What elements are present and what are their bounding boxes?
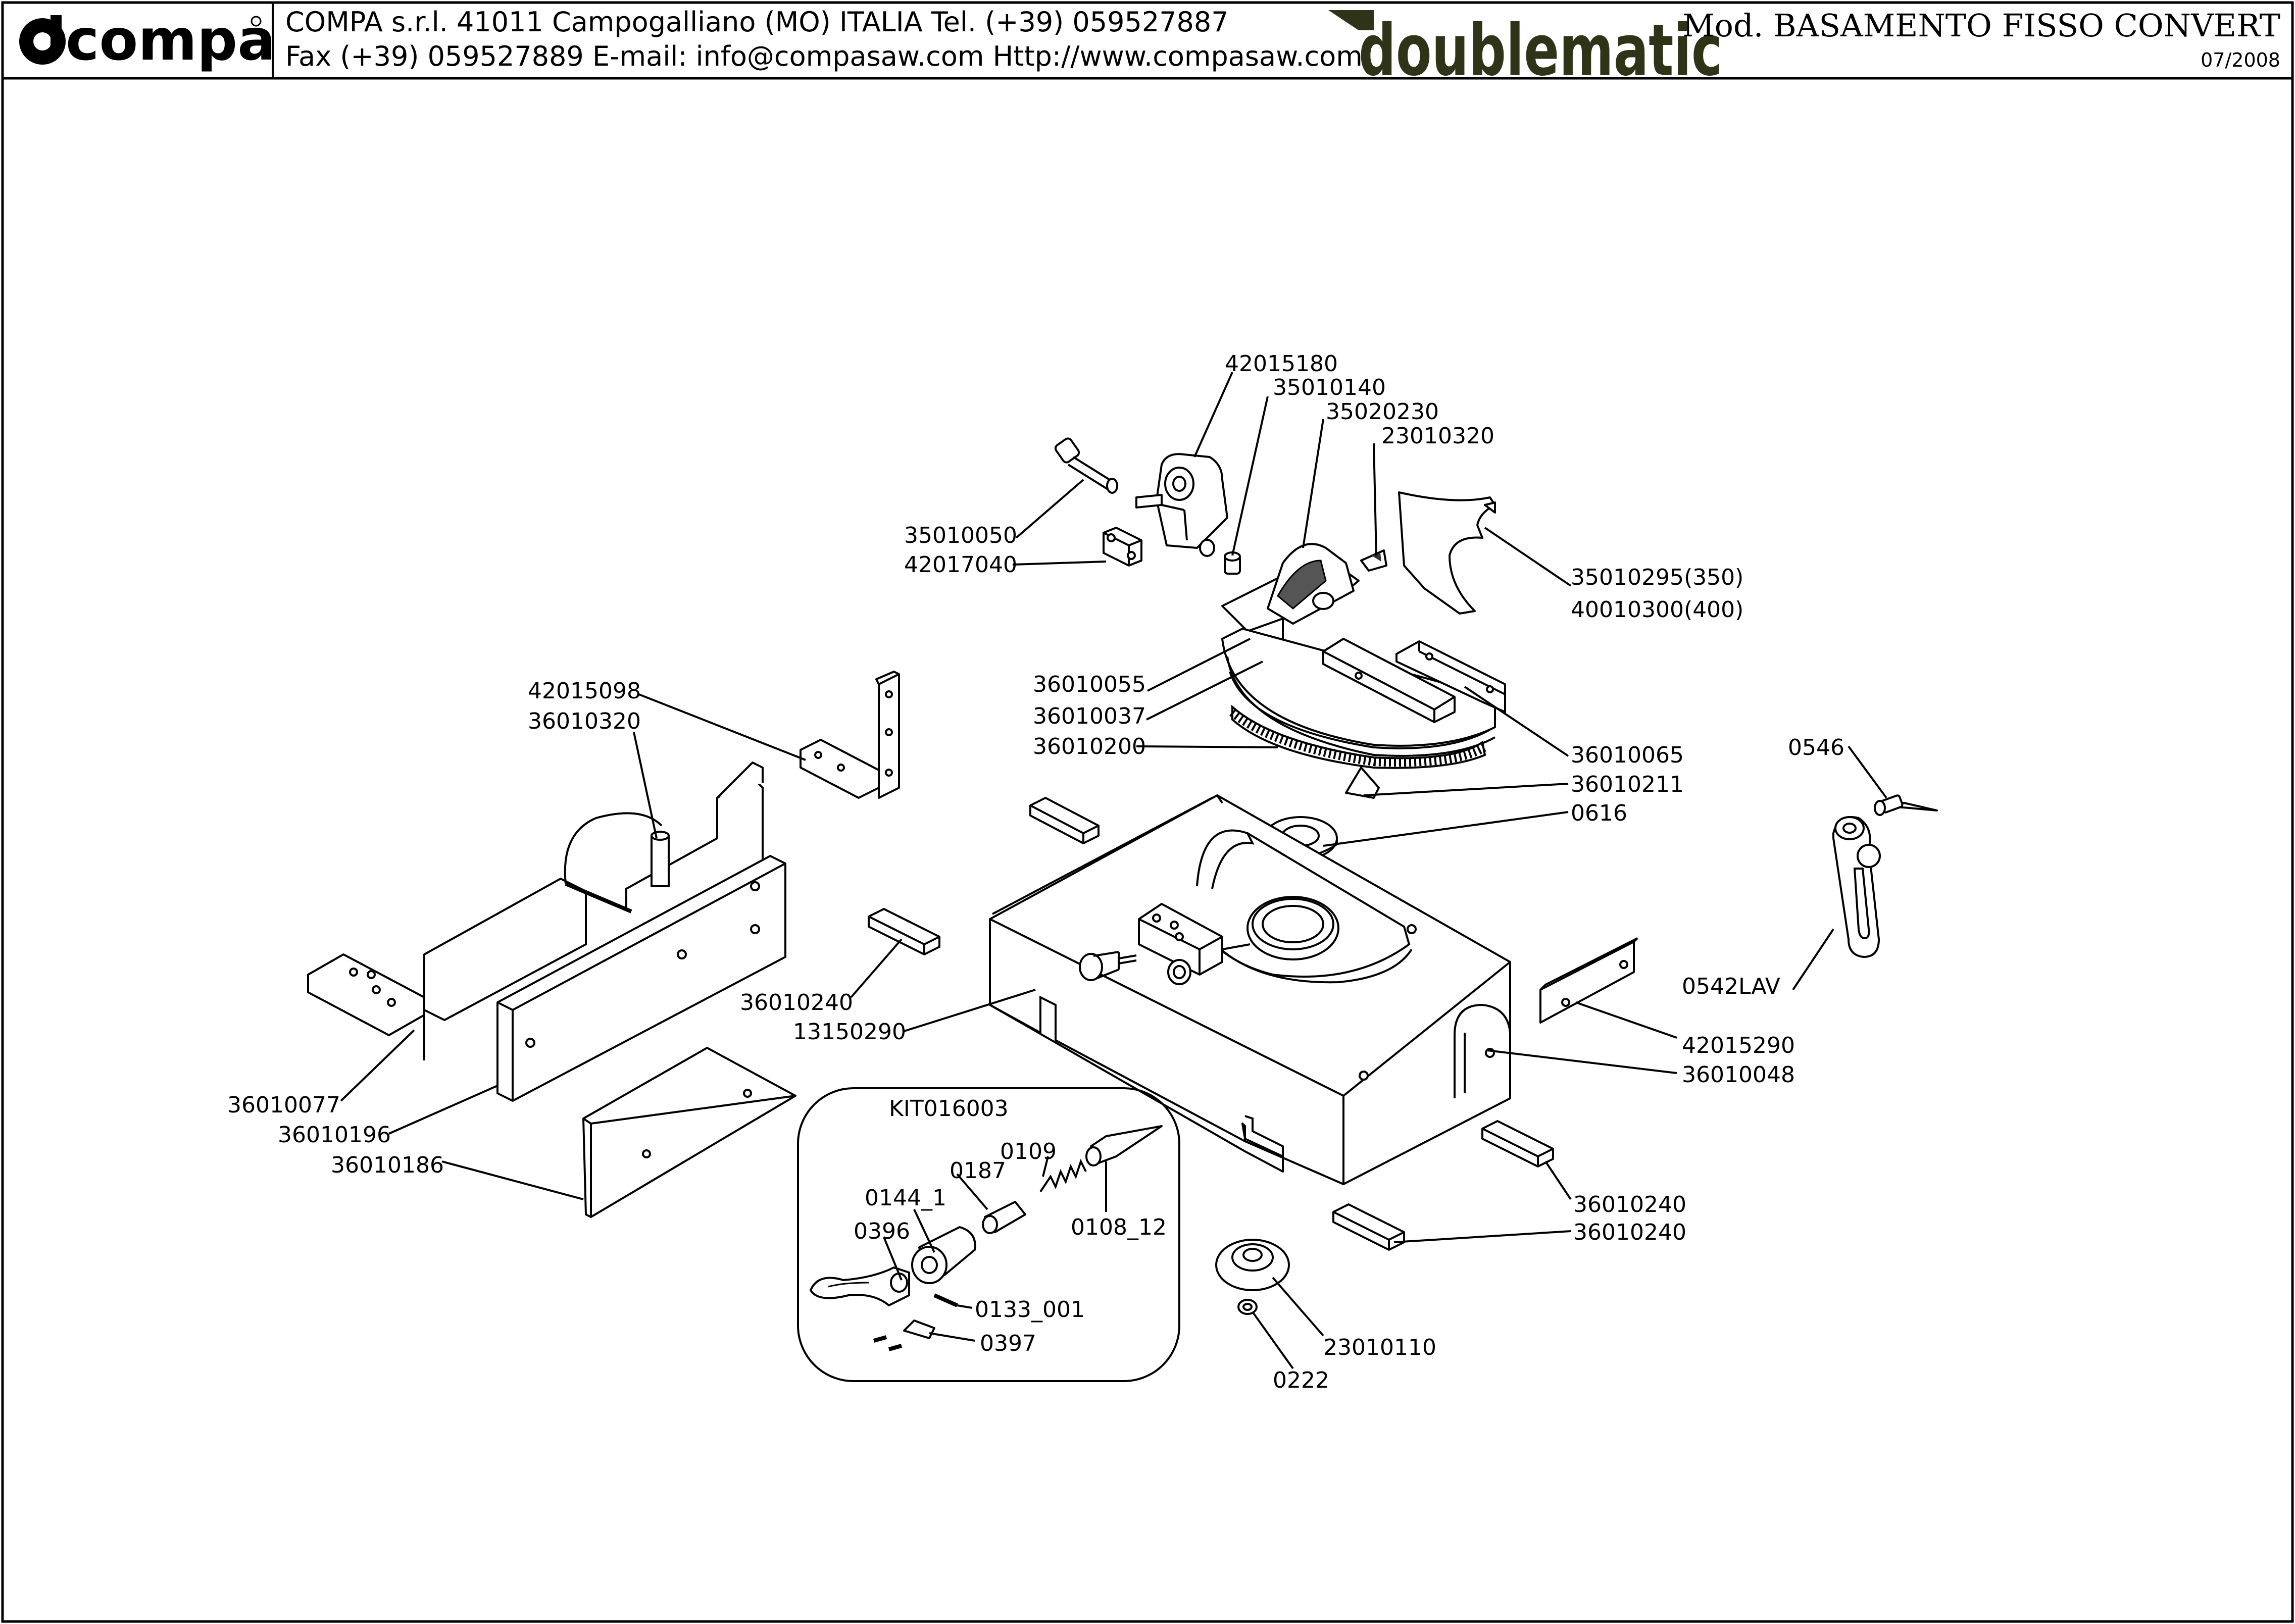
part-36010065-bracket xyxy=(1395,640,1506,713)
leader-lines xyxy=(340,372,1887,1369)
label-0133_001: 0133_001 xyxy=(975,1297,1085,1323)
part-35010050-bolt xyxy=(1054,437,1118,494)
label-36010055: 36010055 xyxy=(1033,672,1146,697)
compa-logo: compa xyxy=(19,8,276,73)
label-36010065: 36010065 xyxy=(1571,742,1684,768)
part-0222-washer xyxy=(1237,1299,1258,1315)
label-36010077: 36010077 xyxy=(227,1092,340,1118)
label-42015180: 42015180 xyxy=(1225,351,1338,377)
label-23010320: 23010320 xyxy=(1381,423,1494,449)
label-36010186: 36010186 xyxy=(331,1152,444,1178)
part-0108_12-taper xyxy=(1090,1125,1163,1165)
part-42015290-plate xyxy=(1539,937,1638,1024)
part-36010077-left-base xyxy=(307,762,764,1060)
label-42015290: 42015290 xyxy=(1682,1033,1795,1058)
label-36010196: 36010196 xyxy=(278,1122,391,1148)
company-address: COMPA s.r.l. 41011 Campogalliano (MO) IT… xyxy=(285,6,1229,38)
part-36010240-key-b xyxy=(1481,1120,1554,1168)
label-0187: 0187 xyxy=(950,1158,1006,1184)
drawing-date: 07/2008 xyxy=(2201,49,2280,71)
part-0109-spring xyxy=(1039,1158,1087,1193)
company-contact: Fax (+39) 059527889 E-mail: info@compasa… xyxy=(285,40,1363,72)
label-35010295: 35010295(350) xyxy=(1571,565,1743,590)
label-0546: 0546 xyxy=(1788,735,1844,760)
label-36010320: 36010320 xyxy=(528,708,641,734)
part-42015180-clamp-body xyxy=(1135,453,1228,557)
label-35020230: 35020230 xyxy=(1326,399,1439,425)
label-36010211: 36010211 xyxy=(1571,772,1684,797)
label-0222: 0222 xyxy=(1273,1367,1329,1393)
part-36010240-key-a xyxy=(868,908,940,955)
doublematic-brand: doublematic xyxy=(1328,10,1722,92)
part-23010320-pointer xyxy=(1360,549,1387,572)
part-36010320-post xyxy=(651,831,670,887)
part-0396-lever xyxy=(810,1266,910,1306)
label-0616: 0616 xyxy=(1571,800,1627,826)
label-36010240-a: 36010240 xyxy=(740,990,853,1016)
part-36010211-indicator xyxy=(1345,767,1380,799)
label-42015098: 42015098 xyxy=(528,678,641,704)
label-36010240-b: 36010240 xyxy=(1573,1192,1686,1217)
part-kit-screws xyxy=(873,1335,903,1351)
part-36010055-fence-bar xyxy=(1322,638,1456,723)
label-23010110: 23010110 xyxy=(1323,1335,1436,1360)
part-42017040-block xyxy=(1103,527,1142,567)
part-labels: 42015180 35010140 35020230 23010320 3501… xyxy=(227,351,1844,1393)
label-36010240-c: 36010240 xyxy=(1573,1220,1686,1245)
part-0542LAV-handle xyxy=(1832,816,1881,958)
part-36010186-side-plate xyxy=(582,1047,796,1218)
part-key-top xyxy=(1029,797,1100,844)
label-0542LAV: 0542LAV xyxy=(1682,974,1780,999)
label-0396: 0396 xyxy=(854,1219,910,1244)
label-35010050: 35010050 xyxy=(904,523,1017,548)
label-40010300: 40010300(400) xyxy=(1571,597,1743,623)
part-42015098-angle-bracket xyxy=(800,671,900,799)
model-title: Mod. BASAMENTO FISSO CONVERT xyxy=(1682,7,2280,44)
part-36010240-key-c xyxy=(1332,1203,1405,1251)
part-0133_001-pin xyxy=(933,1293,958,1307)
part-base-clamp-block xyxy=(1138,903,1251,985)
part-23010110-foot xyxy=(1215,1239,1290,1291)
part-35010140-pin xyxy=(1224,551,1241,575)
part-35010295-guard xyxy=(1398,491,1496,615)
part-0397-key xyxy=(903,1320,935,1339)
label-0397: 0397 xyxy=(980,1331,1036,1356)
kit016003-box xyxy=(797,1087,1180,1382)
part-36010196-long-plate xyxy=(496,855,786,1102)
label-KIT016003: KIT016003 xyxy=(889,1096,1009,1122)
part-36010048-base xyxy=(989,794,1511,1185)
label-0109: 0109 xyxy=(1000,1139,1057,1164)
part-13150290-knob xyxy=(1079,951,1137,981)
label-36010200: 36010200 xyxy=(1033,734,1146,759)
part-0546-screw xyxy=(1874,794,1938,816)
label-35010140: 35010140 xyxy=(1273,375,1386,400)
label-0144_1: 0144_1 xyxy=(865,1185,946,1211)
label-42017040: 42017040 xyxy=(904,552,1017,578)
logo-text: compa xyxy=(66,8,276,73)
label-13150290: 13150290 xyxy=(793,1019,906,1045)
label-36010048: 36010048 xyxy=(1682,1062,1795,1088)
label-36010037: 36010037 xyxy=(1033,703,1146,729)
brand-text: doublematic xyxy=(1359,10,1722,92)
label-0108_12: 0108_12 xyxy=(1071,1214,1167,1240)
